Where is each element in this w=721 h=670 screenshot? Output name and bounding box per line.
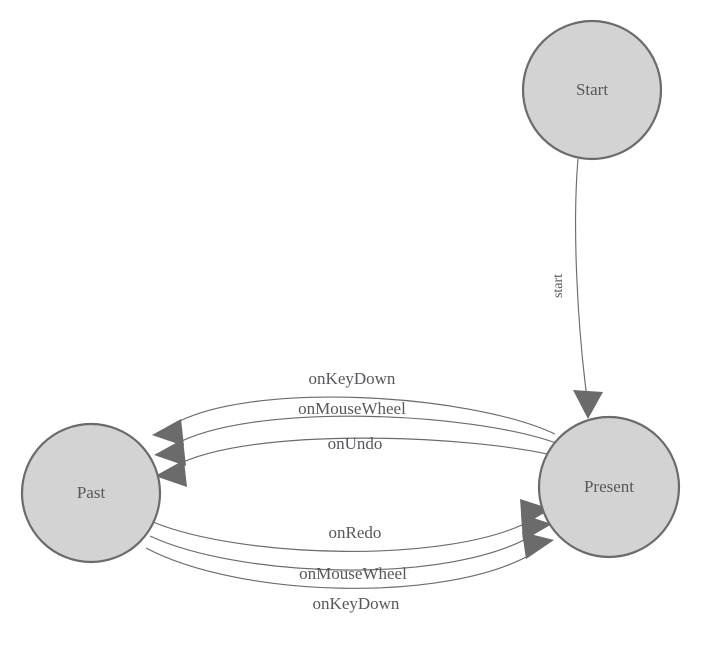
arrowhead-present-to-past-undo: [155, 460, 187, 487]
edge-label-upper-undo: onUndo: [328, 434, 383, 453]
node-past-circle: [20, 422, 162, 564]
edge-present-to-past-keydown[interactable]: [152, 396, 556, 446]
edge-present-to-past-undo[interactable]: [155, 437, 557, 487]
edge-label-lower-redo: onRedo: [329, 523, 382, 542]
node-start[interactable]: Start: [521, 19, 663, 161]
arrowhead-present-to-past-mousewheel: [154, 439, 186, 466]
node-start-label: Start: [576, 80, 608, 99]
edge-path-past-present-mousewheel: [149, 534, 534, 571]
edge-path-start: [575, 158, 588, 399]
node-present[interactable]: Present: [537, 415, 681, 559]
node-start-circle: [521, 19, 663, 161]
edge-path-present-past-undo: [174, 437, 557, 467]
edge-label-lower-mousewheel: onMouseWheel: [299, 564, 407, 583]
edge-path-past-present-redo: [152, 519, 533, 552]
edge-label-start: start: [551, 274, 566, 298]
node-present-circle: [537, 415, 681, 559]
edge-label-lower-keydown: onKeyDown: [313, 594, 400, 613]
node-present-label: Present: [584, 477, 634, 496]
arrowhead-present-to-past-keydown: [152, 419, 184, 446]
edge-path-past-present-keydown: [145, 547, 536, 589]
edge-present-to-past-mousewheel[interactable]: [154, 415, 557, 466]
edge-path-present-past-keydown: [171, 396, 556, 435]
edge-past-to-present-keydown[interactable]: [145, 532, 554, 589]
edge-start-to-present[interactable]: start: [551, 158, 603, 419]
node-past[interactable]: Past: [20, 422, 162, 564]
edge-label-upper-keydown: onKeyDown: [309, 369, 396, 388]
edge-label-upper-mousewheel: onMouseWheel: [298, 399, 406, 418]
node-past-label: Past: [77, 483, 106, 502]
edge-path-present-past-mousewheel: [173, 415, 557, 446]
arrowhead-past-to-present-keydown: [522, 532, 554, 559]
arrowhead-start-to-present: [573, 390, 603, 419]
